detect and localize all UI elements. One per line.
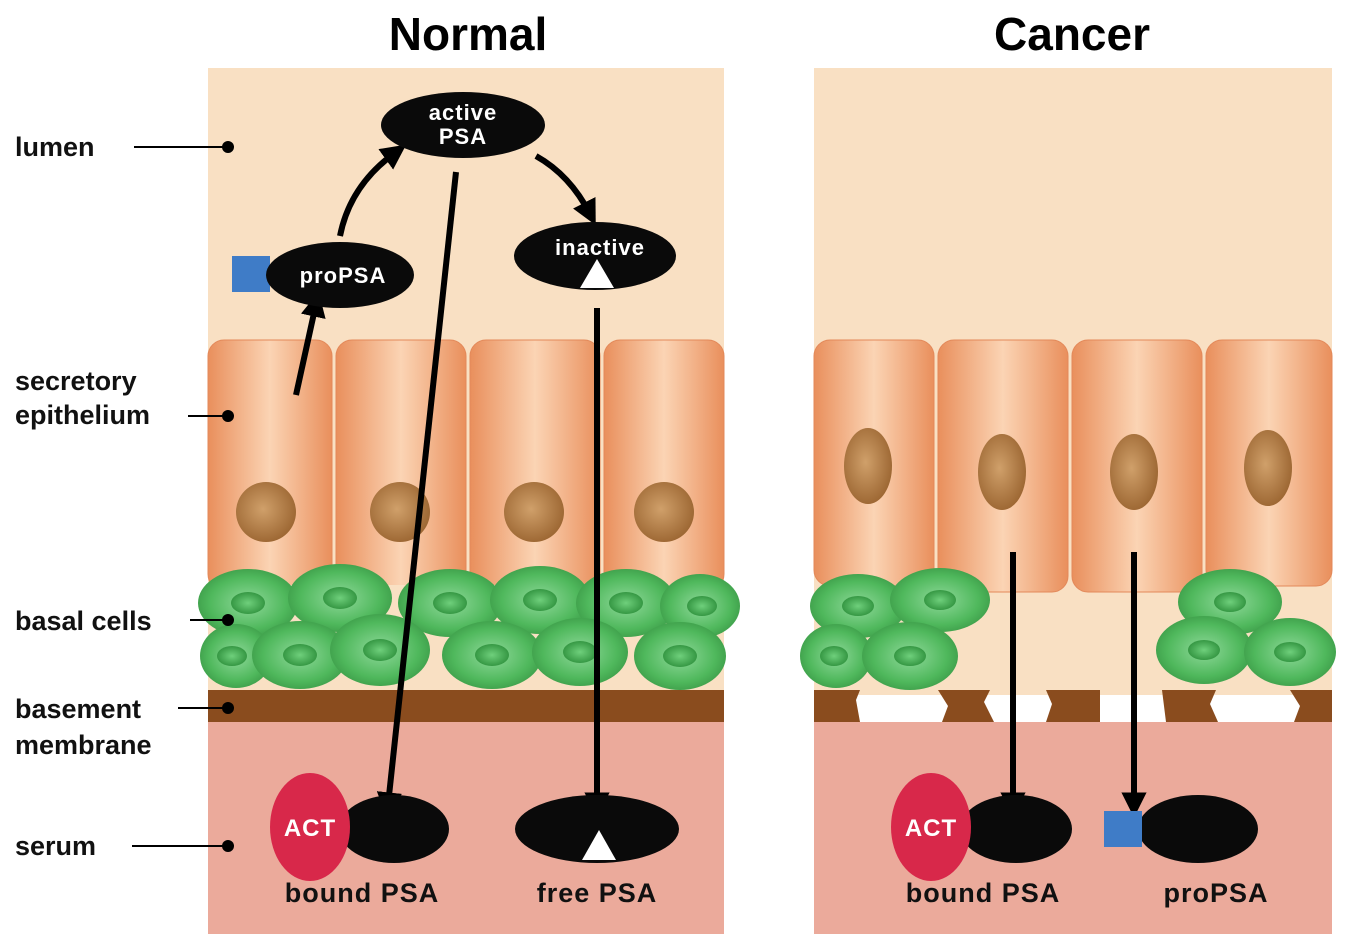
- basement-label-1: basement: [15, 694, 141, 724]
- cell-nucleus: [1110, 434, 1158, 510]
- cancer-panel: ACT bound PSA proPSA: [800, 68, 1336, 934]
- normal-arrows: [293, 144, 610, 818]
- cell-nucleus: [236, 482, 296, 542]
- basal-cells: [198, 564, 740, 695]
- propsa-node: proPSA: [232, 242, 414, 308]
- propsa-label: proPSA: [1163, 878, 1268, 908]
- cleavage-triangle: [582, 830, 616, 860]
- basement-label-2: membrane: [15, 730, 152, 760]
- normal-title: Normal: [389, 8, 547, 60]
- inactive-psa-label: inactive: [555, 235, 645, 260]
- secretory-cells: [813, 339, 1333, 593]
- cell-nucleus: [1244, 430, 1292, 506]
- cancer-title: Cancer: [994, 8, 1150, 60]
- layer-labels: lumen secretory epithelium basal cells b…: [15, 132, 234, 861]
- cell-nucleus: [504, 482, 564, 542]
- lumen-label: lumen: [15, 132, 95, 162]
- free-psa-label: free PSA: [537, 878, 658, 908]
- pro-leader-square: [1104, 811, 1142, 847]
- act-label: ACT: [905, 815, 957, 842]
- normal-panel: active PSA inactive proPSA ACT bound PSA…: [198, 68, 740, 934]
- lumen-region: [814, 68, 1332, 348]
- bound-psa-label: bound PSA: [285, 878, 439, 908]
- basement-membrane: [208, 690, 724, 722]
- inactive-psa-node: inactive: [514, 222, 676, 290]
- broken-basement-membrane: [814, 690, 1332, 722]
- pro-leader-square: [232, 256, 270, 292]
- propsa-label: proPSA: [300, 263, 387, 288]
- basal-cells: [800, 568, 1336, 690]
- serum-label: serum: [15, 831, 96, 861]
- act-label: ACT: [284, 815, 336, 842]
- active-psa-label-1: active: [429, 100, 497, 125]
- bound-psa-label: bound PSA: [906, 878, 1060, 908]
- basal-cells-label: basal cells: [15, 606, 152, 636]
- secretory-cells: [207, 339, 725, 591]
- active-psa-label-2: PSA: [439, 124, 487, 149]
- cell-nucleus: [634, 482, 694, 542]
- active-psa-node: active PSA: [381, 92, 545, 158]
- bound-psa-complex: ACT: [270, 773, 449, 881]
- free-psa-molecule: [515, 795, 679, 863]
- cell-nucleus: [844, 428, 892, 504]
- cell-nucleus: [978, 434, 1026, 510]
- secretory-label-1: secretory: [15, 366, 137, 396]
- bound-psa-complex: ACT: [891, 773, 1072, 881]
- propsa-molecule: [1104, 795, 1258, 863]
- cancer-arrows: [1000, 552, 1147, 818]
- secretory-label-2: epithelium: [15, 400, 150, 430]
- cleavage-triangle: [580, 259, 614, 288]
